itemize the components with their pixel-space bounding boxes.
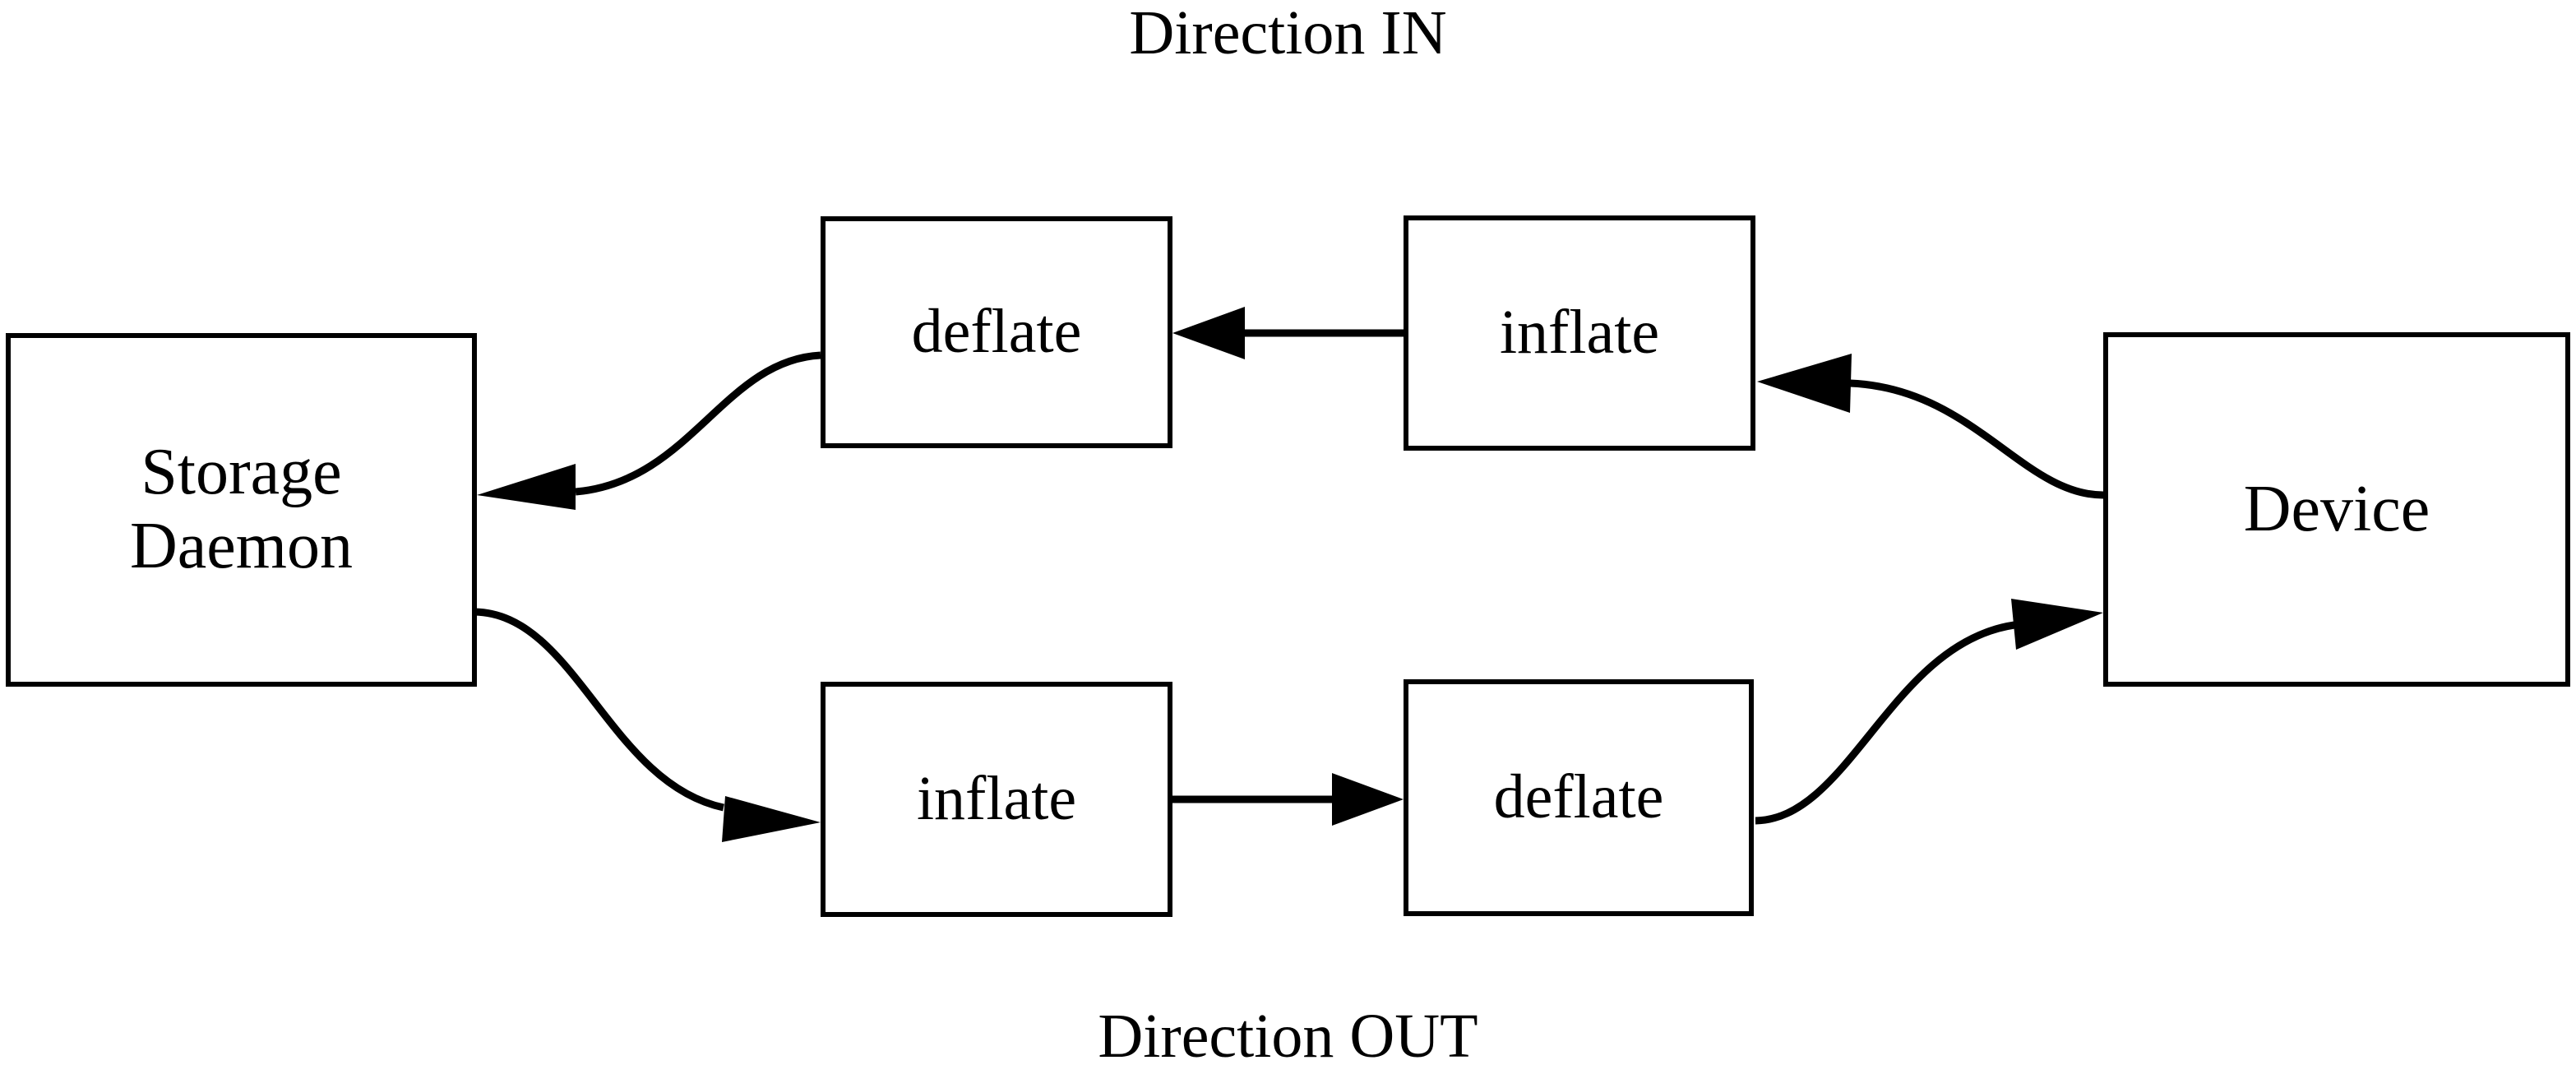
node-inflate-in[interactable]: inflate xyxy=(1404,215,1755,451)
arrowhead-right-icon xyxy=(1332,773,1404,826)
edge-inflate-out-to-deflate-out xyxy=(1172,773,1404,826)
edge-inflate-in-to-deflate-in xyxy=(1172,307,1404,359)
edge-deflate-in-to-storage-daemon xyxy=(477,351,821,510)
edge-deflate-out-to-device xyxy=(1755,599,2103,825)
arrowhead-left-icon xyxy=(477,464,576,510)
arrowhead-left-icon xyxy=(1757,354,1852,413)
direction-out-title: Direction OUT xyxy=(1098,1002,1478,1071)
node-inflate-out[interactable]: inflate xyxy=(821,682,1172,917)
node-storage-daemon[interactable]: Storage Daemon xyxy=(6,333,477,687)
arrowhead-left-icon xyxy=(1172,307,1245,359)
node-inflate-out-label: inflate xyxy=(916,764,1077,834)
arrowhead-right-icon xyxy=(2011,599,2103,650)
node-deflate-in-label: deflate xyxy=(911,297,1082,367)
node-storage-daemon-label-line2: Daemon xyxy=(129,510,353,582)
arrowhead-right-icon xyxy=(722,796,821,842)
node-deflate-out[interactable]: deflate xyxy=(1404,679,1754,916)
node-device-label: Device xyxy=(2243,472,2430,545)
node-storage-daemon-label-line1: Storage xyxy=(141,436,342,509)
node-deflate-out-label: deflate xyxy=(1493,762,1664,832)
edge-device-to-inflate-in xyxy=(1757,354,2104,499)
direction-in-title: Direction IN xyxy=(1129,0,1447,67)
node-deflate-in[interactable]: deflate xyxy=(821,216,1172,448)
node-device[interactable]: Device xyxy=(2103,332,2570,687)
edge-storage-daemon-to-inflate-out xyxy=(474,608,821,842)
node-inflate-in-label: inflate xyxy=(1499,298,1660,368)
